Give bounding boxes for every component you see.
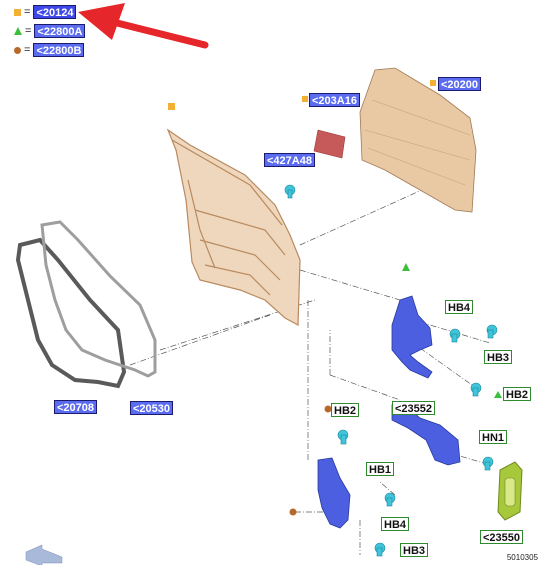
callout-23552[interactable]: <23552 <box>392 401 436 415</box>
legend-equals: = <box>24 44 31 56</box>
callout-20200[interactable]: <20200 <box>438 77 482 91</box>
callout-20708[interactable]: <20708 <box>54 400 98 414</box>
callout-20530[interactable]: <20530 <box>130 401 174 415</box>
callout-hb2-right[interactable]: HB2 <box>503 387 532 401</box>
circle-icon <box>289 508 297 516</box>
outer-seal <box>15 237 127 389</box>
legend-ref-22800b[interactable]: <22800B <box>33 43 85 57</box>
callout-hb3-top[interactable]: HB3 <box>484 350 513 364</box>
square-icon <box>14 8 21 16</box>
door-outer-panel <box>359 67 477 213</box>
callout-23550[interactable]: <23550 <box>480 530 524 544</box>
triangle-icon <box>494 391 502 398</box>
square-icon <box>302 96 308 102</box>
inner-seal <box>40 220 157 378</box>
triangle-icon <box>402 263 410 271</box>
view-direction-icon <box>25 544 63 565</box>
legend-row-1: = <20124 <box>14 4 77 20</box>
bolts <box>284 184 498 557</box>
door-check-strap <box>391 404 461 466</box>
callout-hb4-top[interactable]: HB4 <box>445 300 474 314</box>
legend-equals: = <box>25 25 32 37</box>
legend-row-3: = <22800B <box>14 42 85 58</box>
square-icon <box>168 103 175 110</box>
callout-203a16[interactable]: <203A16 <box>309 93 360 107</box>
door-inner-frame <box>166 128 301 326</box>
callout-hn1[interactable]: HN1 <box>479 430 508 444</box>
lower-hinge <box>317 457 351 529</box>
red-patch <box>313 129 346 159</box>
callout-hb1[interactable]: HB1 <box>366 462 395 476</box>
callout-hb3-bottom[interactable]: HB3 <box>400 543 429 557</box>
callout-427a48[interactable]: <427A48 <box>264 153 315 167</box>
triangle-icon <box>14 27 22 35</box>
legend-row-2: = <22800A <box>14 23 86 39</box>
callout-hb2-left[interactable]: HB2 <box>331 403 360 417</box>
circle-icon <box>14 46 21 54</box>
leader-lines <box>129 174 491 555</box>
diagram-code: 5010305 <box>506 553 538 562</box>
legend-equals: = <box>24 6 31 18</box>
pointer-arrow-icon <box>78 3 209 49</box>
legend-ref-22800a[interactable]: <22800A <box>34 24 86 38</box>
upper-hinge <box>391 295 433 379</box>
legend-ref-20124[interactable]: <20124 <box>33 5 77 19</box>
square-icon <box>430 80 436 86</box>
callout-hb4-bottom[interactable]: HB4 <box>381 517 410 531</box>
circle-icon <box>324 405 332 413</box>
